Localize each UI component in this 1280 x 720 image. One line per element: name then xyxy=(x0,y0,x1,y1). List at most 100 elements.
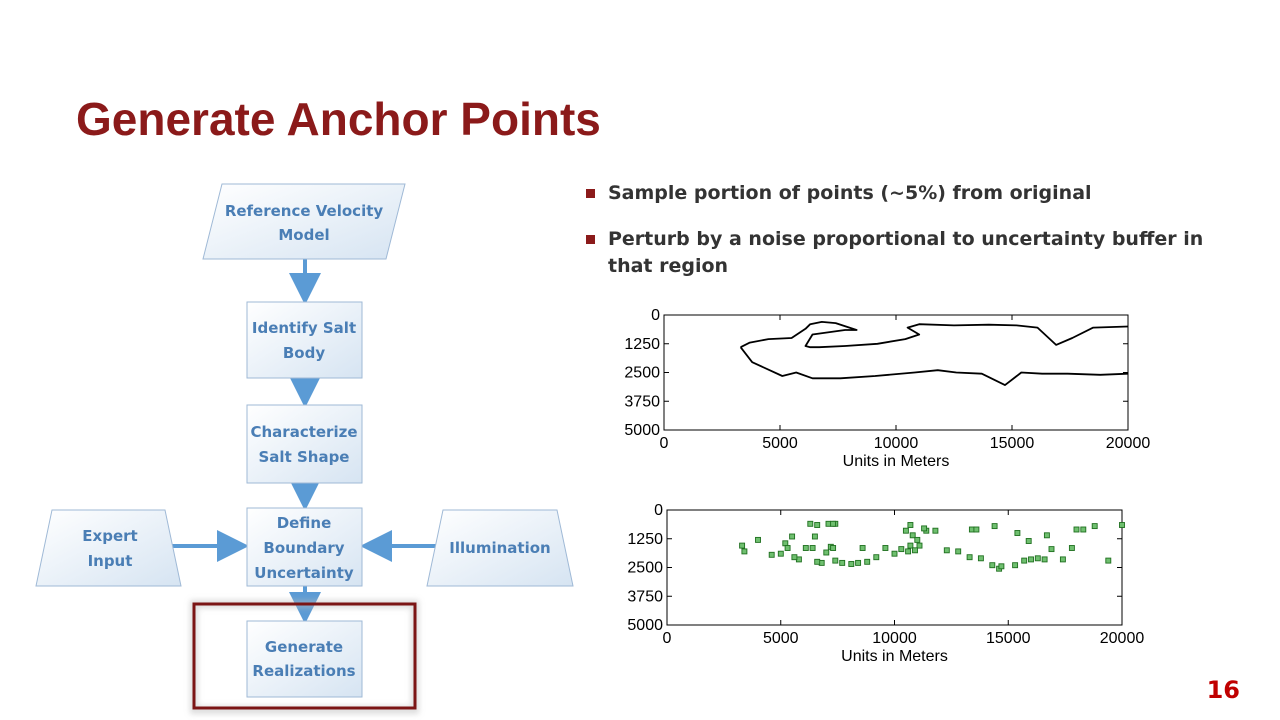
flow-node-expert-input: Expert Input xyxy=(35,509,182,587)
flow-node-define-boundary: Define Boundary Uncertainty xyxy=(246,507,363,587)
y-tick-label: 1250 xyxy=(627,531,663,548)
identify-line-2: Body xyxy=(283,344,325,362)
anchor-point xyxy=(859,545,866,551)
anchor-point xyxy=(998,563,1005,570)
anchor-point xyxy=(1034,555,1041,562)
x-axis-label: Units in Meters xyxy=(843,453,950,470)
anchor-point xyxy=(1048,546,1055,553)
x-tick-label: 20000 xyxy=(1100,630,1145,647)
reference-line-1: Reference Velocity xyxy=(225,202,384,220)
generate-line-2: Realizations xyxy=(252,662,355,680)
anchor-point xyxy=(955,548,962,555)
plot-frame xyxy=(663,314,1129,431)
y-tick-label: 0 xyxy=(651,307,660,324)
anchor-point xyxy=(814,558,821,565)
flow-node-illumination: Illumination xyxy=(426,509,574,587)
anchor-point xyxy=(1091,523,1098,530)
anchor-point xyxy=(784,545,791,551)
x-axis-label: Units in Meters xyxy=(841,648,948,665)
anchor-point xyxy=(848,561,855,567)
anchor-point xyxy=(1073,526,1080,533)
anchor-point xyxy=(789,533,796,540)
flow-node-characterize: Characterize Salt Shape xyxy=(246,404,363,484)
anchor-point xyxy=(739,542,746,549)
anchor-point xyxy=(823,549,830,556)
bullet-item: Perturb by a noise proportional to uncer… xyxy=(586,226,1208,280)
anchor-point xyxy=(1028,556,1034,563)
anchor-point xyxy=(814,522,821,528)
anchor-point xyxy=(991,523,998,530)
anchor-point xyxy=(873,554,880,561)
anchor-point xyxy=(1043,532,1050,539)
anchor-point xyxy=(1012,562,1019,569)
anchor-point xyxy=(898,546,905,553)
anchor-point xyxy=(755,536,761,543)
boundary-line-2 xyxy=(739,346,1129,386)
y-tick-label: 2500 xyxy=(624,365,660,382)
identify-line-1: Identify Salt xyxy=(252,319,356,337)
boundary-line-1 xyxy=(740,320,1129,349)
bullet-item: Sample portion of points (~5%) from orig… xyxy=(586,180,1226,207)
expert-line-2: Input xyxy=(88,552,133,570)
flow-node-identify-salt: Identify Salt Body xyxy=(246,301,363,379)
anchor-point xyxy=(741,548,748,555)
x-tick-label: 20000 xyxy=(1106,435,1151,452)
anchor-point xyxy=(989,562,996,569)
define-line-3: Uncertainty xyxy=(254,564,354,582)
define-line-1: Define xyxy=(277,514,332,532)
x-tick-label: 15000 xyxy=(990,435,1035,452)
anchor-point xyxy=(907,542,914,549)
page-number: 16 xyxy=(1206,676,1240,704)
anchor-point xyxy=(909,532,916,539)
characterize-line-1: Characterize xyxy=(250,423,357,441)
y-tick-label: 3750 xyxy=(624,393,660,410)
y-tick-label: 2500 xyxy=(627,560,663,577)
reference-line-2: Model xyxy=(278,226,329,244)
anchor-point xyxy=(1025,538,1032,544)
define-line-2: Boundary xyxy=(263,539,344,557)
anchor-point xyxy=(807,520,814,527)
anchor-point xyxy=(882,545,889,551)
anchor-point xyxy=(914,536,921,543)
anchor-point xyxy=(977,555,984,562)
generate-line-1: Generate xyxy=(265,638,343,656)
anchor-point xyxy=(864,558,871,565)
anchor-point xyxy=(1014,530,1021,536)
x-tick-label: 0 xyxy=(660,435,669,452)
x-tick-label: 10000 xyxy=(872,630,917,647)
anchor-point xyxy=(1080,526,1087,533)
anchor-point xyxy=(916,542,923,549)
anchor-point xyxy=(791,554,798,561)
anchor-point xyxy=(782,540,789,547)
y-tick-label: 3750 xyxy=(627,588,663,605)
anchor-point xyxy=(1059,556,1066,563)
anchor-point xyxy=(809,545,816,551)
bullet-list: Sample portion of points (~5%) from orig… xyxy=(586,180,1226,299)
flowchart: Reference Velocity Model Identify Salt B… xyxy=(35,183,574,714)
highlight-frame xyxy=(190,600,419,714)
anchor-point xyxy=(802,545,809,551)
anchor-point xyxy=(921,525,928,532)
bullet-marker-icon xyxy=(586,235,595,244)
flow-node-reference-model: Reference Velocity Model xyxy=(202,183,406,260)
anchor-point xyxy=(830,520,837,527)
anchor-point xyxy=(1041,556,1048,563)
x-tick-label: 5000 xyxy=(762,435,798,452)
flow-arrows xyxy=(172,259,438,624)
anchor-point xyxy=(943,547,950,554)
anchor-point xyxy=(830,545,837,551)
anchor-point xyxy=(1105,557,1112,564)
anchor-point xyxy=(973,526,980,533)
x-tick-label: 5000 xyxy=(763,630,799,647)
x-tick-label: 0 xyxy=(663,630,672,647)
anchor-point xyxy=(811,533,818,540)
x-tick-label: 10000 xyxy=(874,435,919,452)
bullet-text: Perturb by a noise proportional to uncer… xyxy=(608,228,1204,277)
anchor-point xyxy=(912,547,918,554)
flow-node-generate-realizations: Generate Realizations xyxy=(246,620,363,698)
anchor-point xyxy=(932,527,939,534)
slide-title: Generate Anchor Points xyxy=(76,93,601,145)
anchor-point xyxy=(966,554,973,561)
